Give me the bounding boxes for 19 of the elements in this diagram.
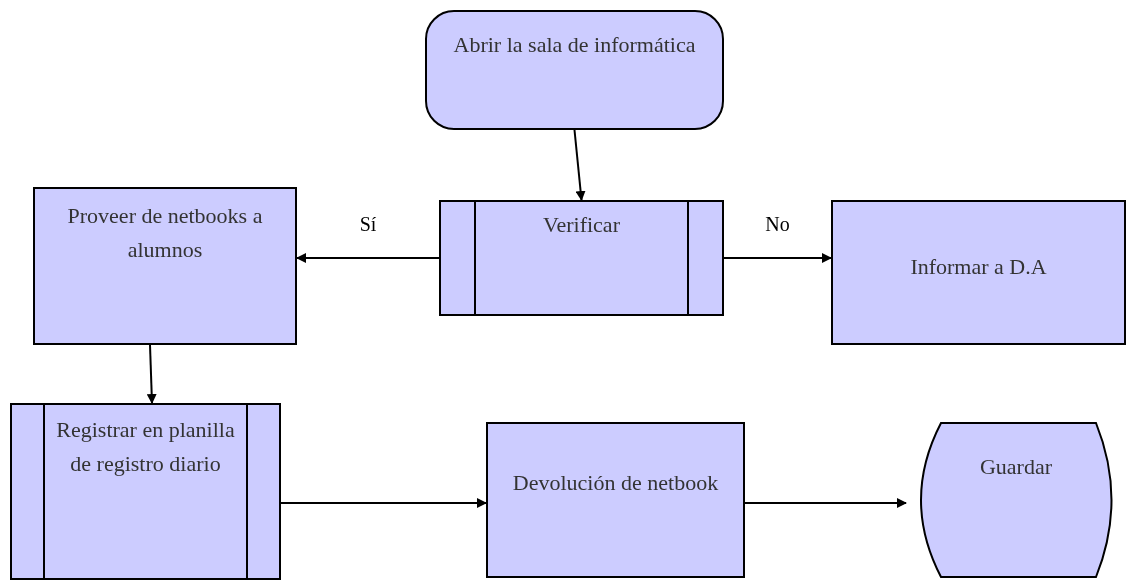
node-text: Verificar — [542, 211, 621, 239]
node-text: Devolución de netbook — [511, 469, 720, 497]
process-box — [33, 187, 297, 345]
arrow — [573, 129, 586, 201]
predefined-process-box — [439, 200, 724, 316]
arrow — [744, 498, 907, 508]
node-text: Guardar — [978, 453, 1054, 481]
arrow — [280, 498, 487, 508]
arrow — [146, 344, 157, 404]
process-box — [831, 200, 1126, 345]
process-box — [486, 422, 745, 578]
node-text: Proveer de netbooks a alumnos — [66, 202, 264, 264]
terminal-box — [425, 10, 724, 130]
node-text: Registrar en planilla de registro diario — [55, 416, 236, 478]
node-text: Abrir la sala de informática — [452, 31, 697, 59]
node-text: Informar a D.A — [909, 253, 1048, 281]
arrow — [723, 253, 832, 263]
predefined-process-box — [10, 403, 281, 580]
arrow — [296, 253, 440, 263]
